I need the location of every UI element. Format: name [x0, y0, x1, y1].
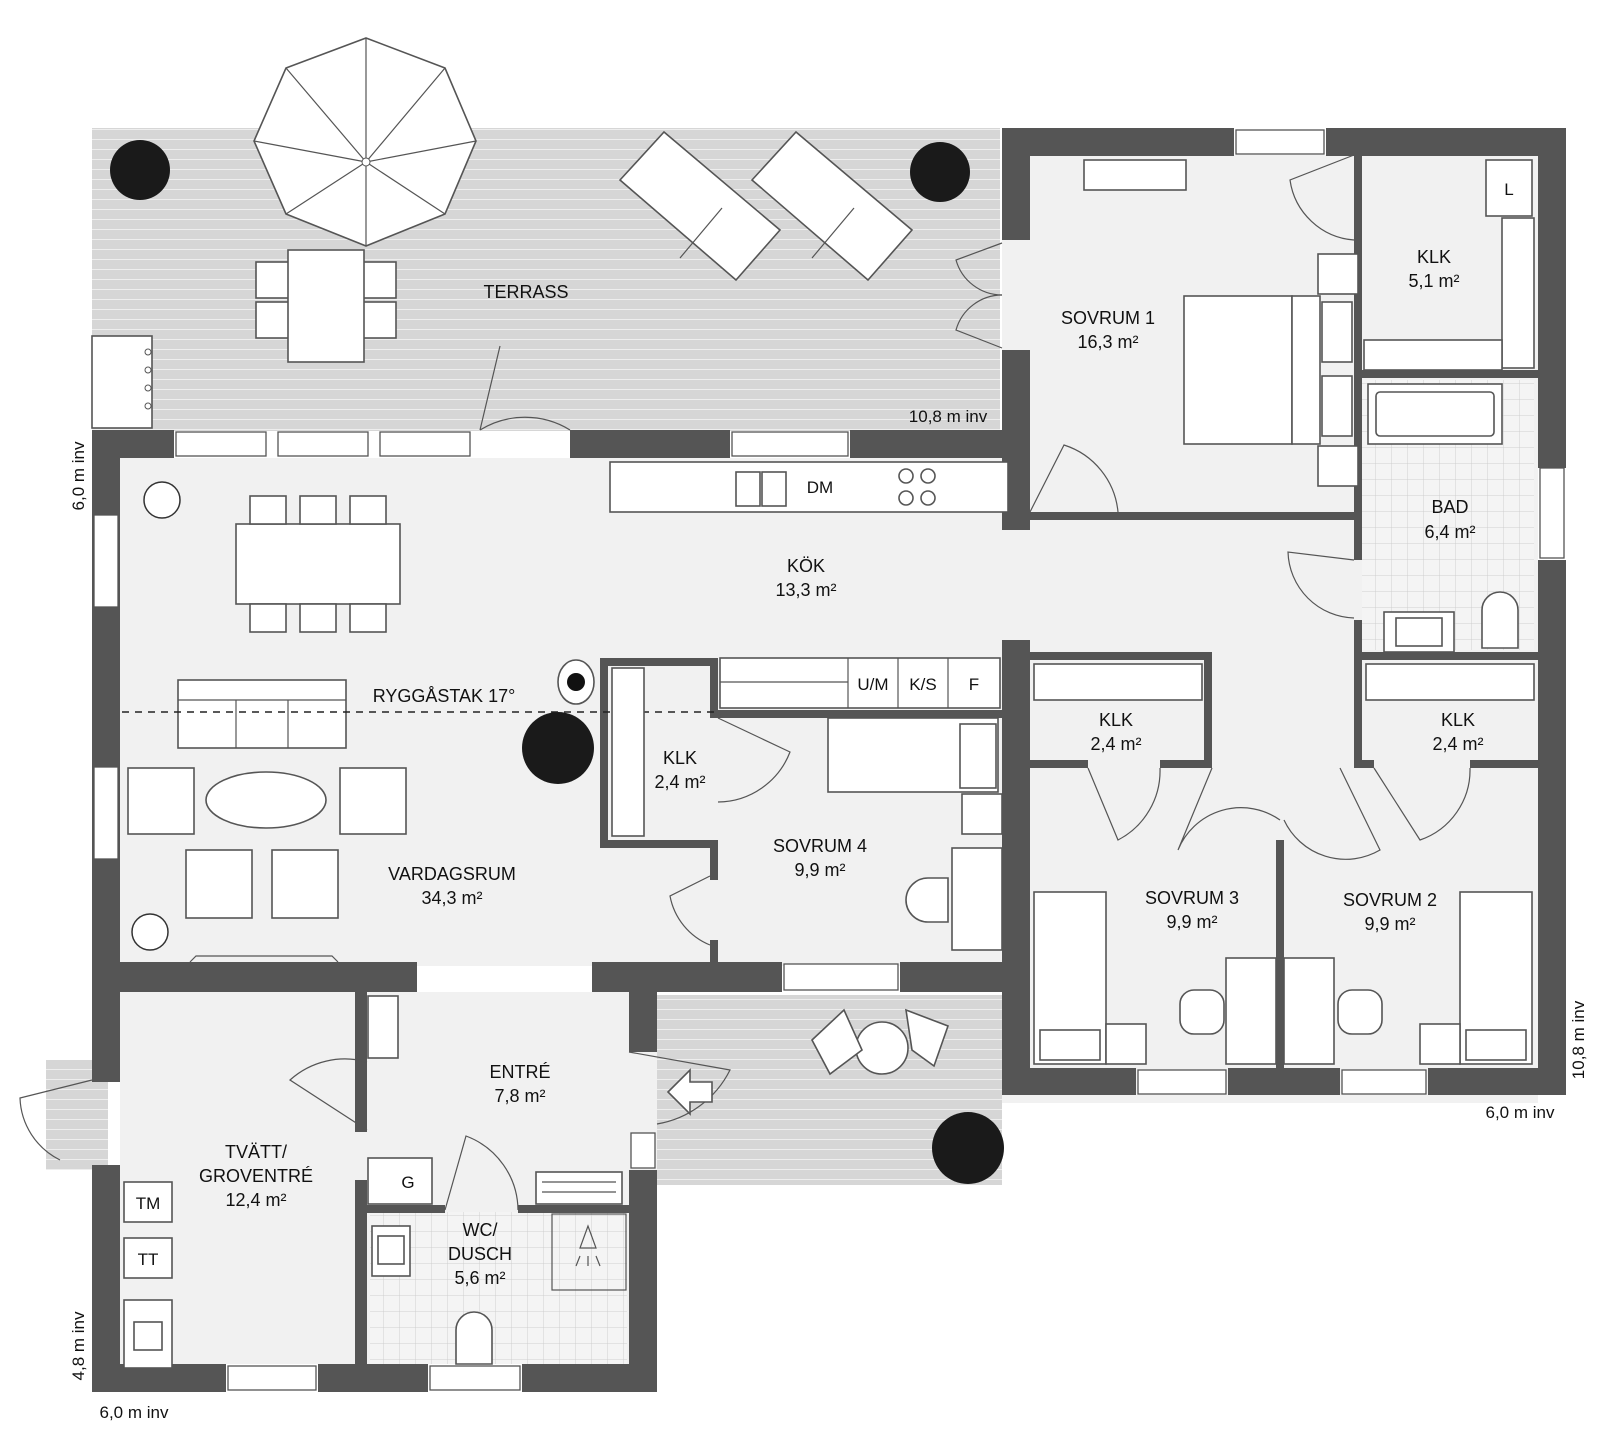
sun-lounger-icon: [618, 130, 914, 282]
room-area-klk-center: 2,4 m²: [654, 772, 705, 792]
walls: [92, 128, 1566, 1392]
room-area-tvatt: 12,4 m²: [225, 1190, 286, 1210]
bed-icon: [1033, 891, 1533, 1065]
tv-bench-icon: [189, 955, 339, 963]
sofa-icon: [177, 679, 347, 749]
room-area-wc: 5,6 m²: [454, 1268, 505, 1288]
room-label-terrass: TERRASS: [483, 282, 568, 302]
washing-machine-label: TM: [136, 1194, 161, 1213]
dimension-left-upper: 6,0 m inv: [69, 441, 88, 510]
stove-icon: [898, 468, 936, 506]
room-area-bad: 6,4 m²: [1424, 522, 1475, 542]
freezer-label: F: [969, 675, 979, 694]
room-label-klk-s2: KLK: [1441, 710, 1475, 730]
room-label-sovrum1: SOVRUM 1: [1061, 308, 1155, 328]
linen-cabinet-label: L: [1504, 180, 1513, 199]
terrace-deck: [92, 128, 1000, 431]
coffee-table-icon: [205, 771, 327, 829]
laundry-machines-icon: [123, 1181, 173, 1369]
room-area-sovrum4: 9,9 m²: [794, 860, 845, 880]
room-label-sovrum4: SOVRUM 4: [773, 836, 867, 856]
dishwasher-label: DM: [807, 478, 833, 497]
flower-icon: [131, 481, 181, 951]
room-area-klk-s2: 2,4 m²: [1432, 734, 1483, 754]
fridge-freezer-label: K/S: [909, 675, 936, 694]
room-label-tvatt-line1: TVÄTT/: [225, 1142, 287, 1162]
room-label-sovrum2: SOVRUM 2: [1343, 890, 1437, 910]
bed-icon: [827, 717, 1003, 835]
toilet-icon: [455, 1311, 493, 1365]
oven-microwave-label: U/M: [857, 675, 888, 694]
entrance-arrow-icon: [666, 1068, 713, 1116]
windows: [93, 129, 1565, 1391]
room-area-vardagsrum: 34,3 m²: [421, 888, 482, 908]
dimension-right-bottom: 6,0 m inv: [1486, 1103, 1555, 1122]
room-label-wc-line2: DUSCH: [448, 1244, 512, 1264]
parasol-icon: [253, 37, 477, 247]
bathtub-icon: [1367, 383, 1503, 445]
room-area-sovrum1: 16,3 m²: [1077, 332, 1138, 352]
room-label-klk-s3: KLK: [1099, 710, 1133, 730]
room-label-entre: ENTRÉ: [489, 1062, 550, 1082]
room-area-sovrum2: 9,9 m²: [1364, 914, 1415, 934]
room-area-sovrum3: 9,9 m²: [1166, 912, 1217, 932]
bench-icon: [535, 1171, 623, 1205]
kitchen-island: [719, 657, 1001, 709]
room-label-klk-center: KLK: [663, 748, 697, 768]
plant-icon: [110, 140, 1004, 1184]
washbasin-icon: [371, 1225, 411, 1277]
dimension-left-lower: 4,8 m inv: [69, 1311, 88, 1380]
shelf-icon: [1083, 159, 1187, 191]
room-label-sovrum3: SOVRUM 3: [1145, 888, 1239, 908]
kitchen-counter: [609, 461, 1009, 513]
room-area-kok: 13,3 m²: [775, 580, 836, 600]
room-area-entre: 7,8 m²: [494, 1086, 545, 1106]
wardrobe-g-label: G: [401, 1173, 414, 1192]
desk-icon: [1179, 957, 1383, 1065]
dimension-terrace: 10,8 m inv: [909, 407, 988, 426]
patio-set-icon: [811, 1008, 950, 1076]
room-label-kok: KÖK: [787, 556, 825, 576]
room-label-bad: BAD: [1431, 497, 1468, 517]
dimension-bottom-left: 6,0 m inv: [100, 1403, 169, 1422]
sink-icon: [735, 471, 787, 507]
room-area-klk-s3: 2,4 m²: [1090, 734, 1141, 754]
grill-icon: [91, 335, 153, 429]
wardrobe-icon: [1363, 159, 1535, 371]
ridge-roof-label: RYGGÅSTAK 17°: [373, 686, 516, 706]
room-label-vardagsrum: VARDAGSRUM: [388, 864, 516, 884]
room-label-klk-master: KLK: [1417, 247, 1451, 267]
room-label-tvatt-line2: GROVENTRÉ: [199, 1166, 313, 1186]
fireplace-icon: [557, 659, 595, 705]
dimension-right: 10,8 m inv: [1569, 1000, 1588, 1079]
armchair-icon: [127, 767, 407, 919]
room-label-wc-line1: WC/: [463, 1220, 498, 1240]
dryer-label: TT: [138, 1250, 159, 1269]
desk-icon: [905, 847, 1003, 951]
door-swings: [19, 154, 1471, 1211]
room-area-klk-master: 5,1 m²: [1408, 271, 1459, 291]
washbasin-icon: [1383, 611, 1455, 653]
toilet-icon: [1481, 591, 1519, 649]
double-bed-icon: [1183, 253, 1359, 487]
dining-table-icon: [235, 495, 401, 633]
outdoor-table-icon: [255, 249, 397, 363]
shower-icon: [551, 1213, 627, 1291]
